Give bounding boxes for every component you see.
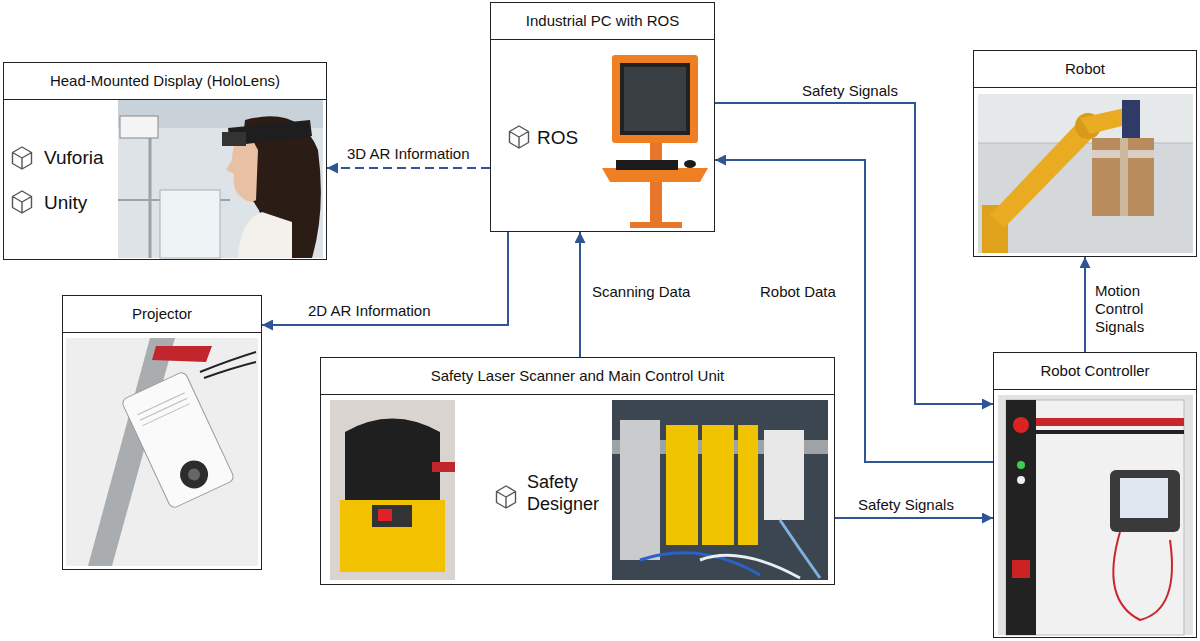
device-box: Robot [973,50,1197,257]
robot-photo [1120,138,1128,216]
laser-scanner-photo [330,400,455,580]
industrial-pc-photo [616,160,678,170]
robot-controller-photo [1006,400,1036,635]
software-label: Vuforia [44,147,154,169]
box-title: Head-Mounted Display (HoloLens) [4,63,326,100]
projector-photo [66,338,258,566]
signal-arrow [327,167,490,169]
projector-photo [138,393,185,415]
projector-photo [121,371,235,509]
software-label: ROS [537,127,597,149]
projector-photo [152,346,212,362]
robot-photo [978,94,1193,143]
robot-controller-photo [1012,560,1030,578]
device-box: Head-Mounted Display (HoloLens) VuforiaUn… [3,62,327,260]
box-title: Industrial PC with ROS [491,3,714,40]
software-icon [13,191,32,213]
industrial-pc-photo [602,55,708,228]
laser-scanner-photo [345,419,440,501]
signal-label: 2D AR Information [306,302,433,320]
headset-photo [118,100,323,258]
device-box: Safety Laser Scanner and Main Control Un… [320,357,835,585]
computer-box: Industrial PC with ROS ROS [490,2,715,232]
robot-controller-photo [1013,417,1029,433]
industrial-pc-photo [624,67,686,131]
robot-controller-photo [1110,470,1180,532]
industrial-pc-photo [684,160,696,168]
signal-arrow [262,232,508,325]
software-icon [497,486,516,508]
robot-photo [978,94,1193,253]
projector-photo [204,362,256,378]
control-unit-photo [666,425,698,545]
control-unit-photo [780,520,820,578]
projector-photo [140,398,187,420]
laser-scanner-photo [372,505,412,527]
signal-label: 3D AR Information [345,145,472,163]
signal-arrow [579,232,581,357]
signal-arrow [715,160,993,462]
laser-scanner-photo [432,462,455,472]
laser-scanner-photo [330,400,455,580]
headset-photo [238,212,292,258]
laser-scanner-photo [340,500,445,572]
software-label: Safety Designer [527,471,611,515]
signal-label: Scanning Data [590,283,692,301]
control-unit-photo [764,430,804,520]
industrial-pc-photo [620,63,690,135]
projector-photo [186,466,202,482]
industrial-pc-photo [612,55,698,143]
robot-controller-photo [1006,400,1184,635]
robot-controller-photo [1017,461,1025,469]
signal-arrow [835,517,993,519]
robot-controller-photo [1036,418,1184,426]
industrial-pc-photo [630,222,682,228]
robot-photo [1092,138,1154,216]
software-icon [510,126,529,148]
robot-photo [1122,100,1140,140]
robot-controller-photo [1113,532,1172,620]
headset-photo [160,190,220,258]
projector-photo [175,456,212,493]
box-title: Safety Laser Scanner and Main Control Un… [321,358,834,395]
software-icon [13,147,32,169]
projector-photo [66,338,258,566]
headset-photo [149,128,152,258]
robot-controller-photo [1036,430,1184,434]
control-unit-photo [700,555,800,578]
robot-controller-photo [998,395,1193,635]
signal-label: Motion Control Signals [1093,282,1161,336]
device-box: Projector [62,295,262,570]
software-label: Unity [44,192,154,214]
signal-label: Safety Signals [800,82,900,100]
box-title: Projector [63,296,261,333]
robot-controller-photo [1017,476,1025,484]
signal-label: Robot Data [758,283,838,301]
control-unit-photo [612,400,828,580]
robot-photo [978,94,1193,253]
robot-controller-photo [998,395,1193,635]
control-unit-photo [702,425,734,545]
signal-label: Safety Signals [856,496,956,514]
control-unit-photo [612,400,828,580]
projector-photo [121,371,235,509]
industrial-pc-photo [650,143,662,228]
control-unit-photo [738,425,758,545]
laser-scanner-photo [378,509,392,521]
headset-photo [120,116,158,138]
headset-photo [222,132,246,146]
headset-photo [118,100,323,258]
box-title: Robot [974,51,1196,88]
software-icon [13,126,529,508]
control-unit-photo [620,420,660,560]
robot-controller-photo [1120,478,1168,518]
signal-arrow [1084,257,1086,352]
industrial-pc-photo [602,168,708,182]
projector-photo [143,404,190,426]
box-title: Robot Controller [994,353,1196,390]
device-box: Robot Controller [993,352,1197,638]
